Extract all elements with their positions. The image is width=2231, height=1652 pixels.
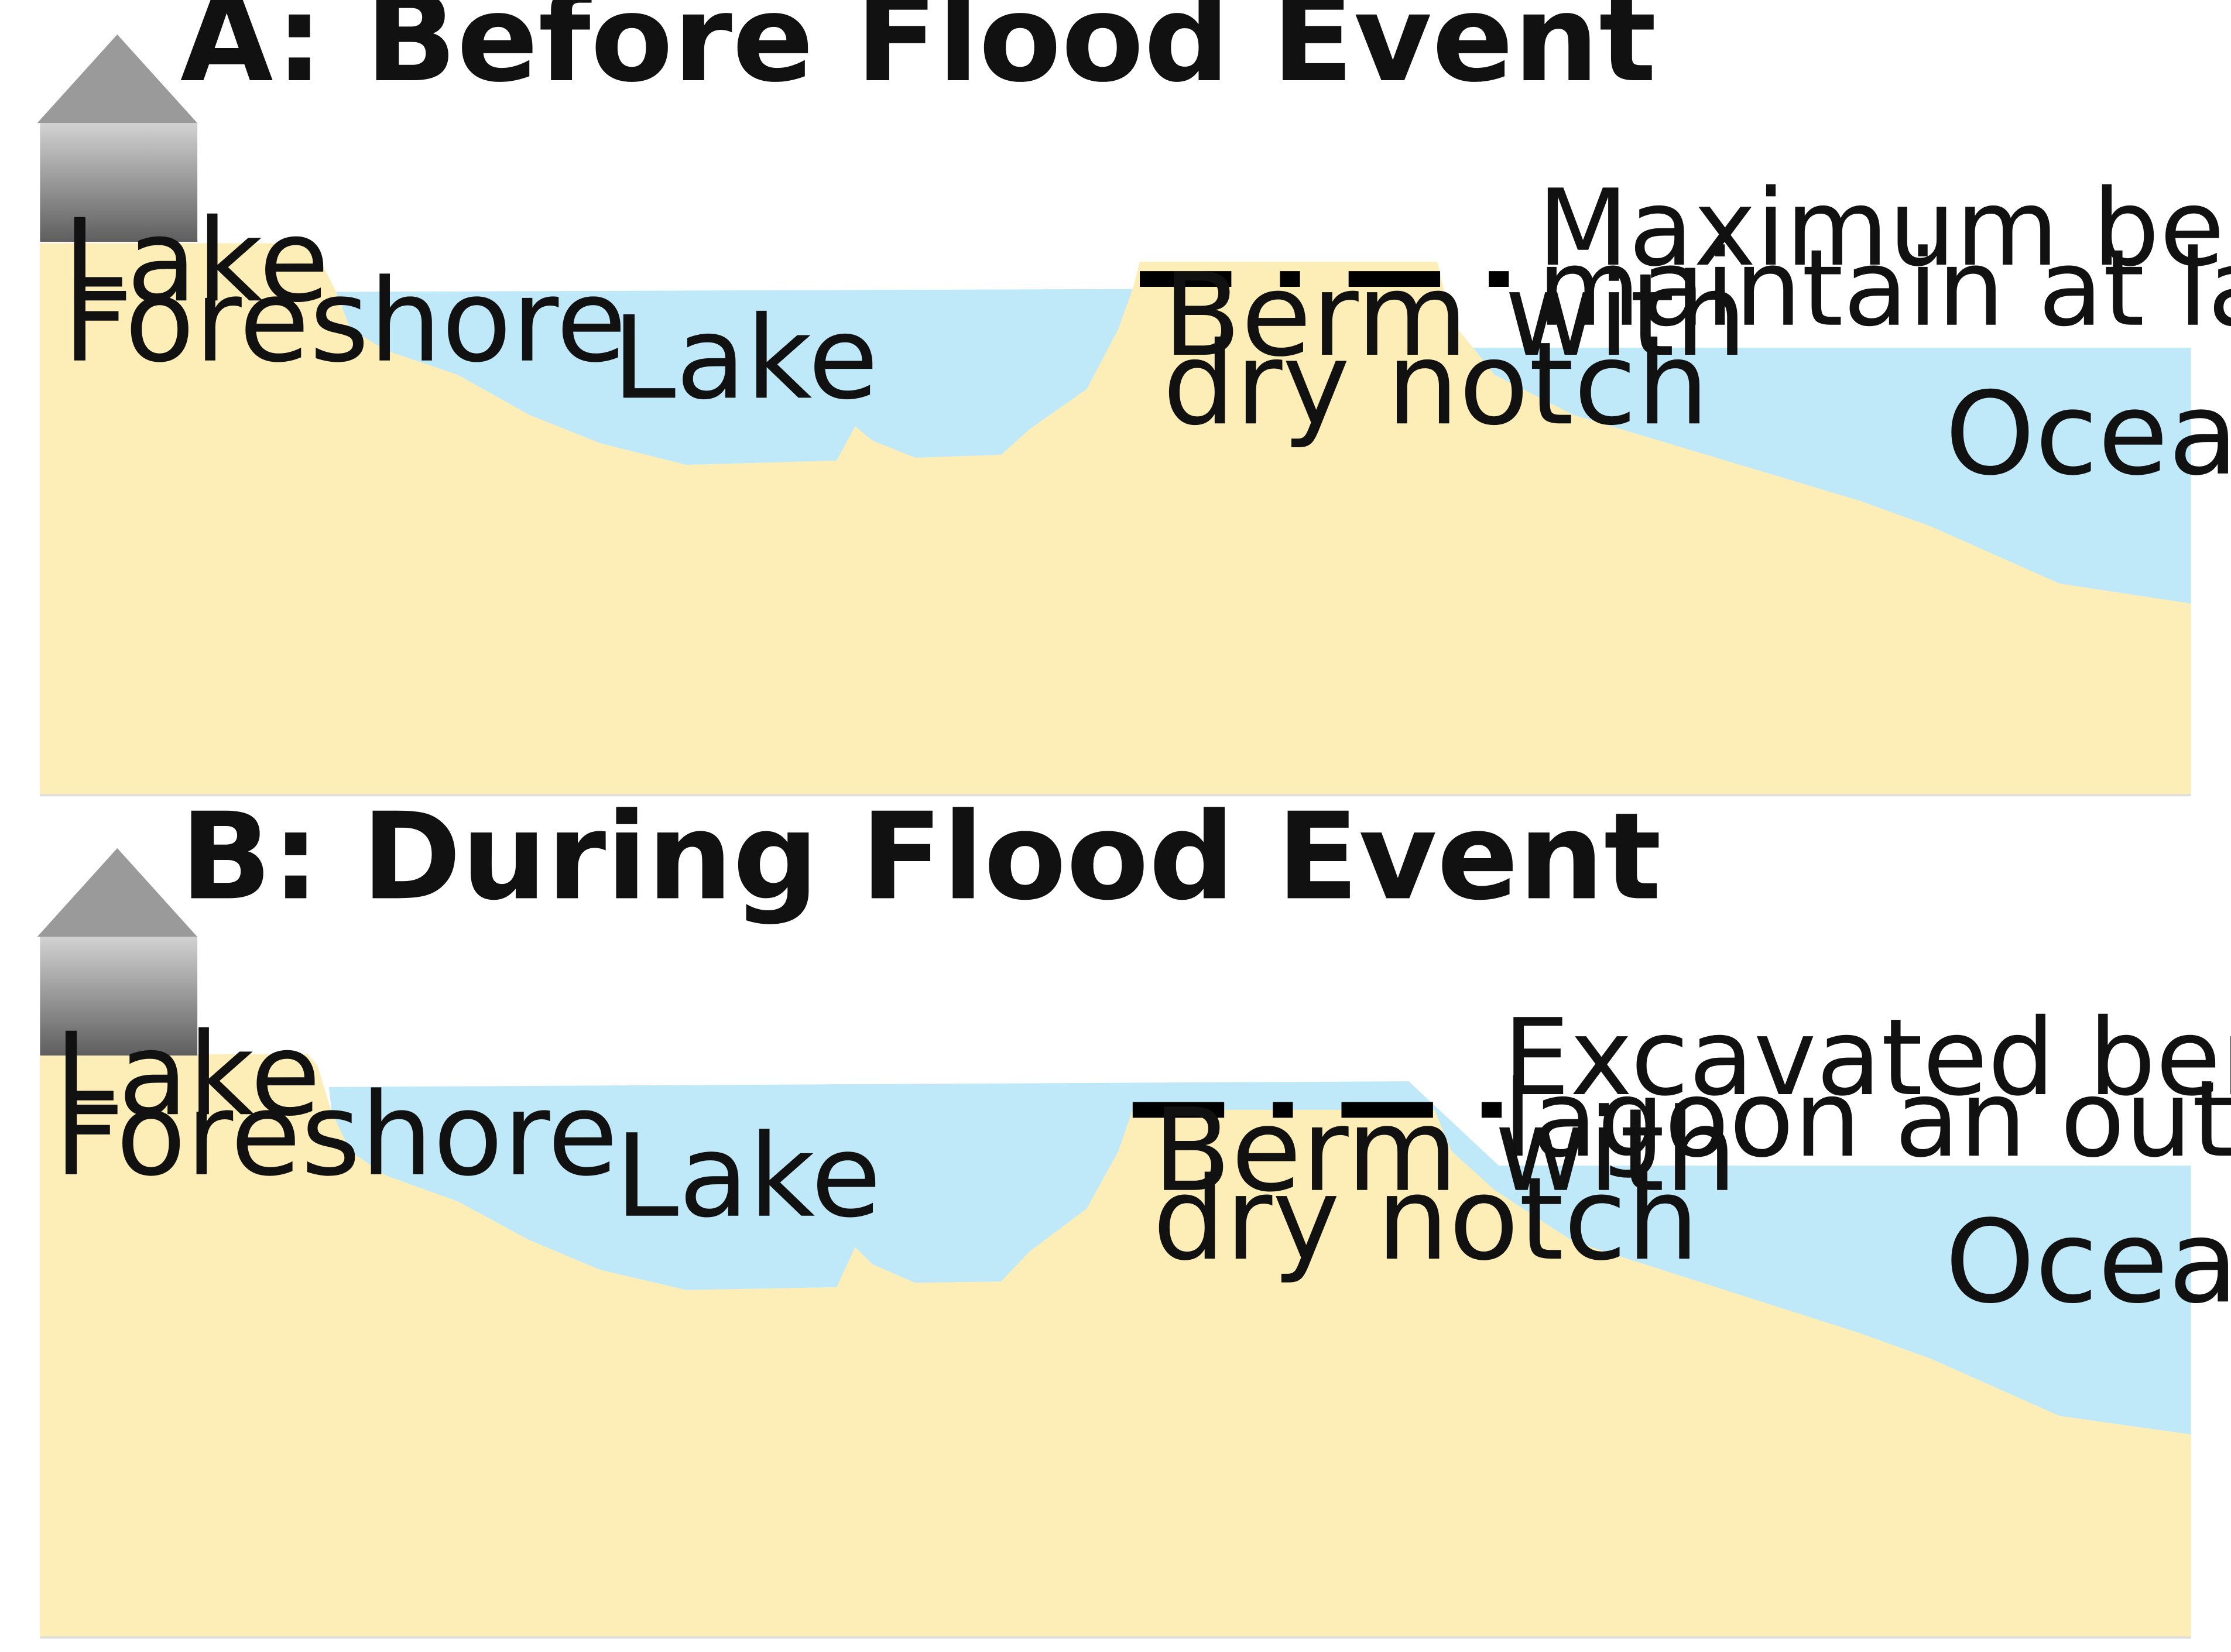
- panel-title: B: During Flood Event: [180, 787, 1661, 927]
- house-roof: [37, 34, 198, 124]
- lake-label: Lake: [612, 292, 879, 425]
- sand-profile: [40, 243, 2191, 796]
- ocean-water: [1473, 347, 2191, 604]
- house-icon: [37, 848, 198, 1056]
- panel-during-flood: B: During Flood Event Lake Foreshore Lak…: [37, 787, 2231, 1639]
- annotation-line1: Maximum berm height to: [1537, 166, 2231, 290]
- annotation-line1: Excavated berm to give: [1503, 996, 2231, 1119]
- foreshore-label-line2: Foreshore: [63, 255, 626, 388]
- house-body: [40, 123, 198, 242]
- berm-label-line2: dry notch: [1153, 1153, 1699, 1286]
- foreshore-label-line1: Lake: [63, 195, 329, 328]
- berm-label-line1: Berm with: [1163, 249, 1747, 382]
- flood-water: [328, 1081, 2191, 1435]
- foreshore-label-line2: Foreshore: [54, 1069, 618, 1202]
- lake-label: Lake: [615, 1111, 881, 1243]
- ocean-label: Ocean: [1945, 1196, 2231, 1329]
- panel-before-flood: A: Before Flood Event Lake Foreshore Lak…: [37, 0, 2231, 797]
- annotation-line2: lagoon an outlet: [1503, 1057, 2231, 1181]
- ocean-label: Ocean: [1945, 368, 2231, 501]
- annotation-line2: maintain at lagoon entrance: [1537, 227, 2231, 350]
- panel-title: A: Before Flood Event: [180, 0, 1657, 109]
- house-icon: [37, 34, 198, 242]
- house-body: [40, 937, 198, 1056]
- foreshore-label-line1: Lake: [54, 1009, 321, 1142]
- house-roof: [37, 848, 198, 937]
- berm-label-line1: Berm with: [1153, 1085, 1737, 1218]
- lake-water: [336, 289, 1133, 465]
- berm-label-line2: dry notch: [1163, 318, 1709, 451]
- sand-profile: [40, 1054, 2191, 1638]
